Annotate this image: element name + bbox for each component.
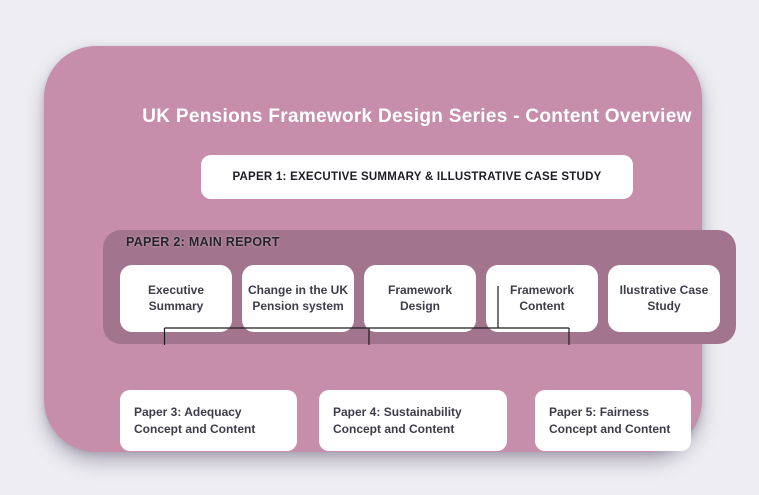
paper2-section-change-in-uk-pension-system: Change in the UK Pension system [242, 265, 354, 332]
overview-panel: UK Pensions Framework Design Series - Co… [44, 46, 736, 452]
paper2-section-framework-design: Framework Design [364, 265, 476, 332]
paper2-section-ilustrative-case-study: Ilustrative Case Study [608, 265, 720, 332]
paper2-band-label: PAPER 2: MAIN REPORT [126, 235, 280, 249]
paper4-node: Paper 4: Sustainability Concept and Cont… [319, 390, 507, 451]
paper1-node: PAPER 1: EXECUTIVE SUMMARY & ILLUSTRATIV… [201, 155, 633, 199]
section-label: Ilustrative Case Study [619, 282, 709, 313]
paper4-label: Paper 4: Sustainability Concept and Cont… [333, 404, 462, 436]
section-label: Change in the UK Pension system [248, 282, 349, 313]
paper5-label: Paper 5: Fairness Concept and Content [549, 404, 671, 436]
paper2-section-framework-content: Framework Content [486, 265, 598, 332]
section-label: Framework Content [509, 282, 575, 313]
page-title: UK Pensions Framework Design Series - Co… [142, 106, 692, 127]
paper5-node: Paper 5: Fairness Concept and Content [535, 390, 691, 451]
paper3-label: Paper 3: Adequacy Concept and Content [134, 404, 256, 436]
paper2-section-executive-summary: Executive Summary [120, 265, 232, 332]
paper1-label: PAPER 1: EXECUTIVE SUMMARY & ILLUSTRATIV… [232, 171, 602, 183]
paper3-node: Paper 3: Adequacy Concept and Content [120, 390, 297, 451]
section-label: Framework Design [387, 282, 453, 313]
section-label: Executive Summary [147, 282, 205, 313]
